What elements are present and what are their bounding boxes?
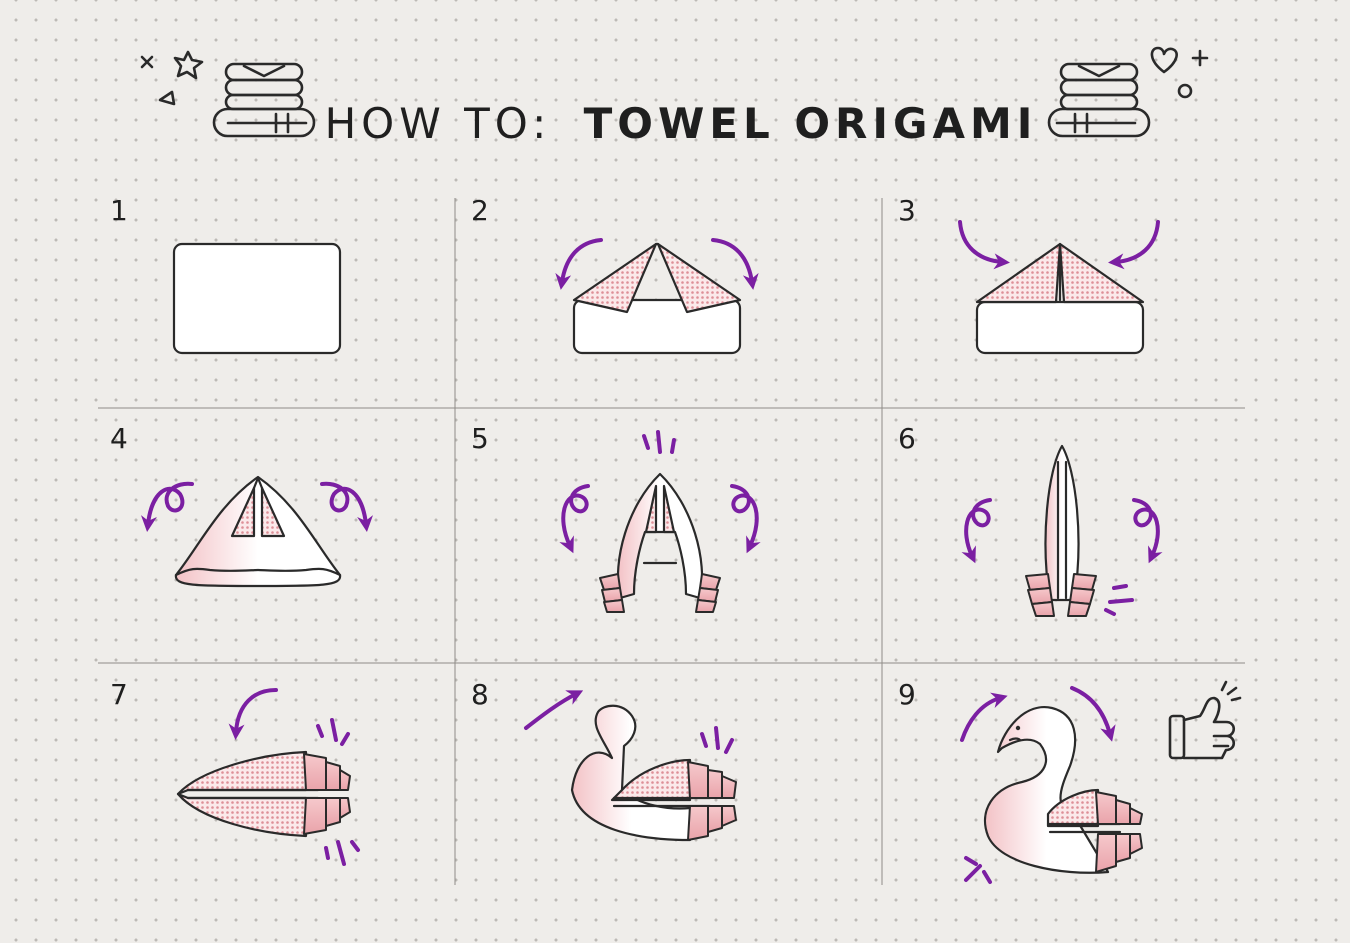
step-number: 2 [471,194,489,227]
step-number: 6 [898,422,916,455]
arrow-icon [961,498,992,564]
arrow-icon [1132,498,1163,564]
arrow-icon [711,238,759,290]
arrow-icon [524,690,584,730]
page-title: HOW TO: TOWEL ORIGAMI [325,99,1038,148]
towel-stack-icon [1047,62,1151,138]
step-2-illustration [555,238,759,355]
arrow-icon [555,238,603,290]
towel-stack-icon [212,62,316,138]
step-number: 5 [471,422,489,455]
arrow-icon [559,484,590,554]
step-number: 4 [110,422,128,455]
step-numbers: 1 2 3 4 5 6 7 8 9 [110,194,916,711]
heart-icon [1150,46,1209,99]
step-9-illustration [960,680,1242,884]
title-main: TOWEL ORIGAMI [584,99,1038,148]
towel-shape [172,242,342,355]
step-5-illustration [559,430,761,613]
arrow-icon [1070,686,1116,742]
step-3-illustration [958,220,1160,355]
thumbs-up-icon [1168,680,1242,760]
step-8-illustration [524,690,737,842]
title-prefix: HOW TO: [325,99,552,148]
arrow-icon [960,692,1008,742]
step-number: 3 [898,194,916,227]
step-6-illustration [961,444,1163,617]
step-number: 8 [471,678,489,711]
arrow-icon [140,481,194,532]
step-4-illustration [140,475,374,588]
step-number: 1 [110,194,128,227]
grid-lines [98,198,1245,885]
arrow-icon [958,220,1010,270]
header: HOW TO: TOWEL ORIGAMI [140,46,1209,148]
arrow-icon [1108,220,1160,270]
arrow-icon [228,688,278,740]
sparkle-icon [140,50,204,106]
arrow-icon [320,481,374,532]
arrow-icon [730,484,761,554]
step-number: 7 [110,678,128,711]
step-number: 9 [898,678,916,711]
step-7-illustration [176,688,360,866]
step-1-illustration [172,242,342,355]
